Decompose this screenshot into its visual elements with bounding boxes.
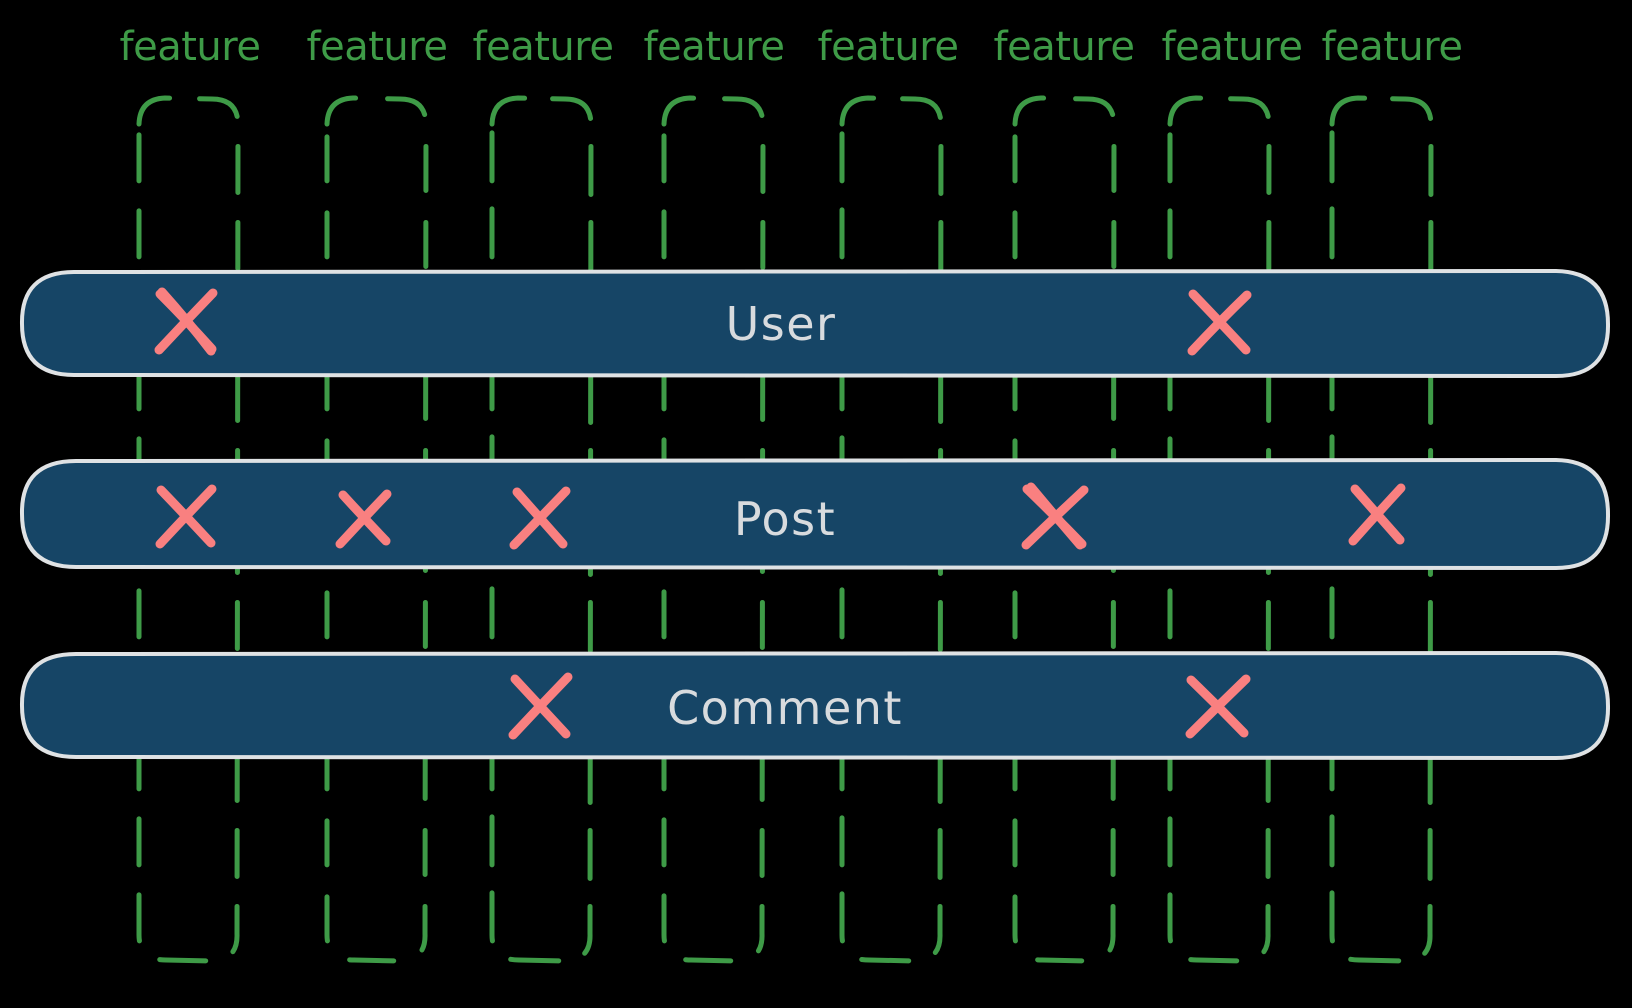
- entity-row-comment-bar[interactable]: [19, 651, 1611, 760]
- mark-x-icon-post-col6[interactable]: [1021, 482, 1089, 550]
- marks-group: [154, 287, 1406, 740]
- feature-columns-group: [136, 95, 1434, 964]
- entity-row-user-bar[interactable]: [19, 269, 1611, 378]
- entity-rows-group: User Post Comment: [19, 269, 1611, 760]
- entity-row-post[interactable]: Post: [19, 458, 1611, 570]
- feature-column-4[interactable]: [661, 95, 766, 964]
- entity-row-user[interactable]: User: [19, 269, 1611, 378]
- entity-row-post-label: Post: [734, 492, 836, 546]
- mark-x-icon-user-col7[interactable]: [1187, 289, 1252, 356]
- feature-label-6: feature: [994, 24, 1135, 70]
- mark-x-icon-post-col8[interactable]: [1348, 483, 1406, 546]
- feature-labels-group: feature feature feature feature feature …: [120, 24, 1463, 70]
- mark-x-icon-user-col1[interactable]: [154, 287, 218, 356]
- mark-x-icon-post-col3[interactable]: [509, 486, 571, 550]
- feature-column-7[interactable]: [1167, 95, 1272, 964]
- feature-label-4: feature: [644, 24, 785, 70]
- feature-column-6[interactable]: [1012, 95, 1117, 964]
- feature-label-8: feature: [1322, 24, 1463, 70]
- mark-x-icon-comment-col3[interactable]: [508, 672, 573, 740]
- mark-x-icon-post-col1[interactable]: [155, 484, 217, 549]
- feature-column-5[interactable]: [839, 95, 944, 964]
- mark-x-icon-post-col2[interactable]: [335, 489, 392, 549]
- feature-label-5: feature: [818, 24, 959, 70]
- feature-label-3: feature: [473, 24, 614, 70]
- entity-row-post-bar[interactable]: [19, 458, 1611, 570]
- entity-row-comment[interactable]: Comment: [19, 651, 1611, 760]
- feature-label-7: feature: [1162, 24, 1303, 70]
- feature-column-3[interactable]: [489, 95, 594, 964]
- feature-label-1: feature: [120, 24, 261, 70]
- feature-column-1[interactable]: [136, 95, 241, 964]
- entity-row-comment-label: Comment: [667, 681, 903, 735]
- entity-row-user-label: User: [726, 297, 837, 351]
- feature-column-2[interactable]: [324, 95, 429, 964]
- feature-label-2: feature: [307, 24, 448, 70]
- feature-column-8[interactable]: [1329, 95, 1434, 964]
- mark-x-icon-comment-col7[interactable]: [1185, 674, 1251, 739]
